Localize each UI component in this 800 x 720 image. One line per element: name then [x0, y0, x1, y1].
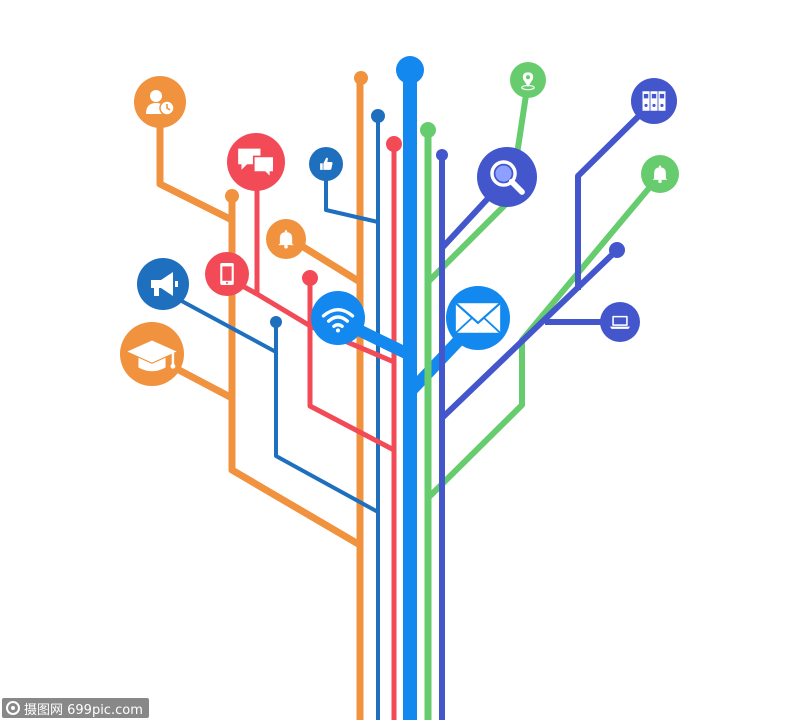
branch-red-tablet [255, 291, 395, 365]
dot-indigo-trunk-top [436, 149, 448, 161]
graduation-cap-icon [120, 322, 184, 386]
laptop-icon [600, 302, 640, 342]
user-clock-icon [134, 76, 186, 128]
branch-red-dot [307, 278, 396, 453]
megaphone-icon [137, 258, 189, 310]
chat-bubbles-icon [227, 133, 285, 191]
dot-red-trunk-top [386, 136, 402, 152]
dot-orange-branch [225, 189, 239, 203]
envelope-icon [446, 286, 510, 350]
branch-darkblue-megaphone [164, 290, 277, 354]
branch-orange-userclock [156, 110, 234, 224]
binders-icon [631, 78, 677, 124]
dot-green-trunk-top [420, 122, 436, 138]
user-clock-node-circle [134, 76, 186, 128]
branch-indigo-dot [439, 247, 620, 421]
wifi-icon [311, 291, 365, 345]
branch-green-bell [425, 173, 663, 501]
location-pin-icon [510, 62, 546, 98]
thumbs-up-icon [309, 147, 343, 181]
dot-orange-trunk-top [354, 71, 368, 85]
watermark: 摄图网 699pic.com [2, 698, 149, 718]
branch-darkblue-dot [274, 322, 379, 514]
dot-red-branch [302, 270, 318, 286]
dot-indigo-branch [609, 242, 625, 258]
bell-icon-orange [266, 219, 306, 259]
dot-darkblue-branch [270, 316, 282, 328]
branch-indigo-binders [575, 98, 657, 290]
dot-darkblue-trunk-top [371, 109, 385, 123]
watermark-logo-icon [6, 701, 20, 715]
magnifier-icon [477, 147, 537, 207]
tablet-icon [205, 252, 249, 296]
bell-icon-green [641, 155, 679, 193]
branch-darkblue-thumbsup [324, 168, 379, 224]
watermark-text: 摄图网 699pic.com [24, 702, 143, 718]
dot-brightblue-trunk-top [396, 56, 424, 84]
